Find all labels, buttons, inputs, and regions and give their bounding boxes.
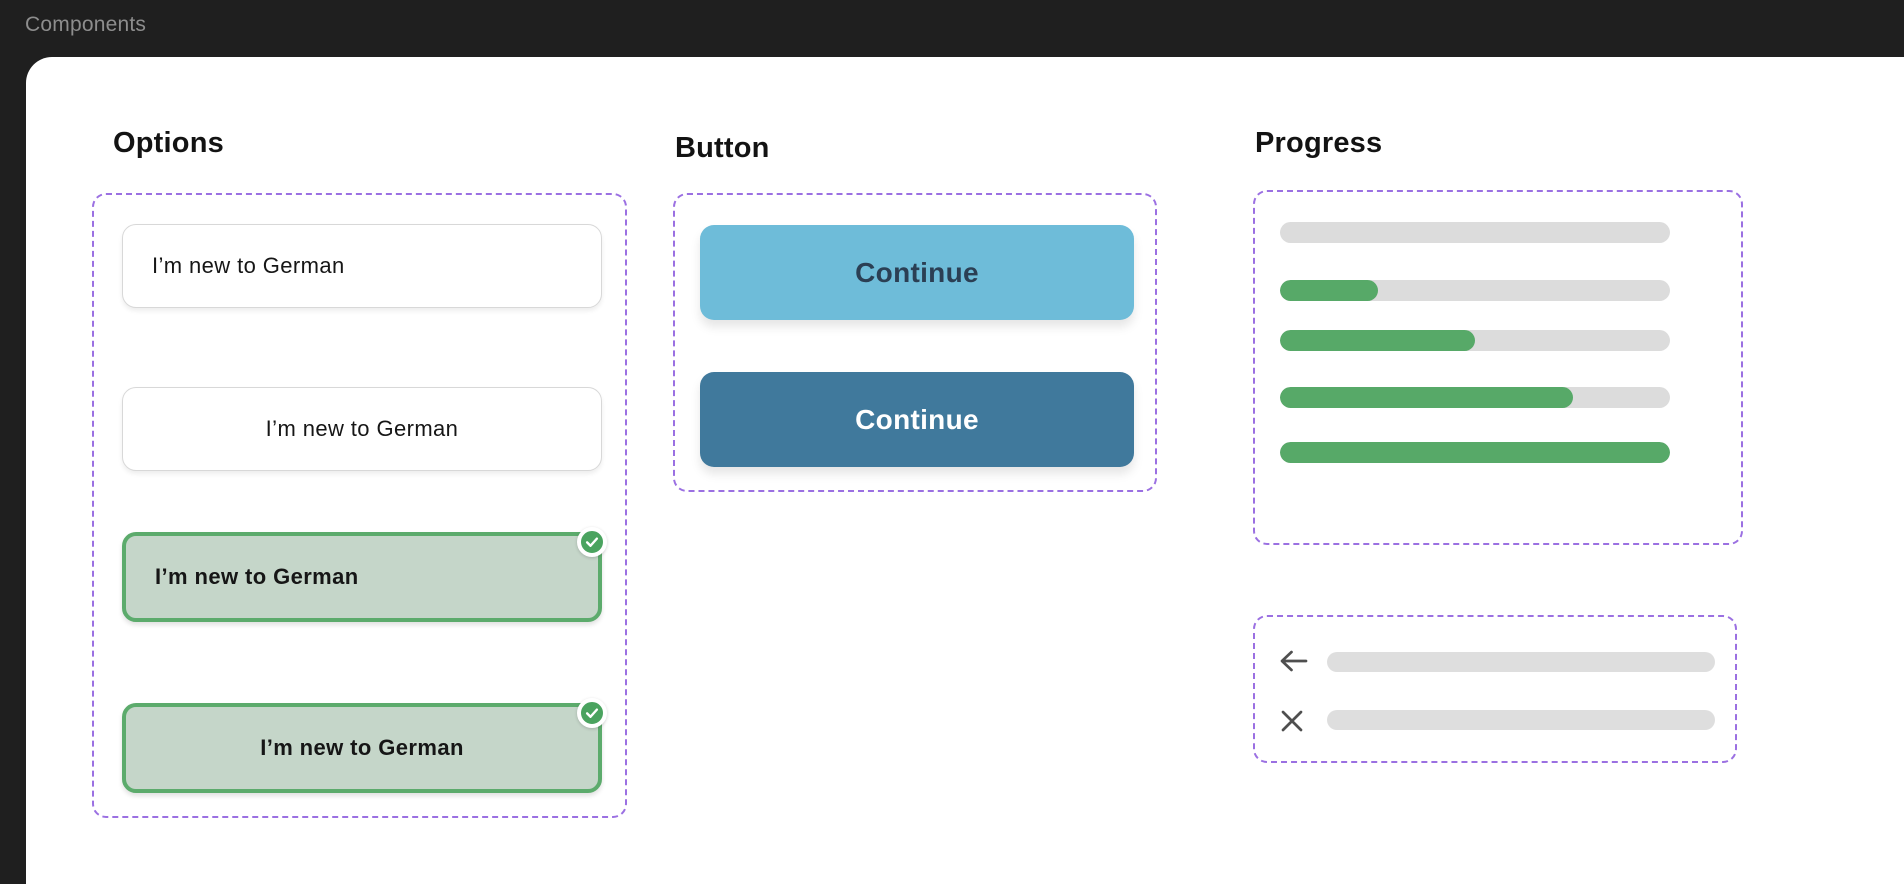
check-circle-icon [577,527,607,557]
nav-title-placeholder-bar [1327,652,1715,672]
check-circle-icon [577,698,607,728]
progress-fill [1280,442,1670,463]
progress-component-frame [1253,190,1743,545]
progress-bar [1280,222,1670,243]
option-label: I’m new to German [260,735,464,760]
close-icon[interactable] [1276,705,1308,742]
progress-bar [1280,330,1670,351]
option-card-selected-left[interactable]: I’m new to German [122,527,607,622]
progress-bar [1280,442,1670,463]
button-section-heading: Button [675,132,770,164]
back-arrow-icon[interactable] [1276,645,1310,682]
option-label: I’m new to German [152,253,345,278]
option-card-default-center[interactable]: I’m new to German [122,387,602,471]
progress-fill [1280,387,1573,408]
progress-bar [1280,280,1670,301]
button-component-frame: Continue Continue [673,193,1157,492]
option-label: I’m new to German [265,416,459,441]
option-card-selected-center[interactable]: I’m new to German [122,698,607,793]
options-section-heading: Options [113,127,224,159]
options-component-frame: I’m new to German I’m new to German I’m … [92,193,627,818]
progress-section-heading: Progress [1255,127,1383,159]
option-card-default-left[interactable]: I’m new to German [122,224,602,308]
page-title: Components [25,13,147,36]
continue-button-primary[interactable]: Continue [700,225,1134,320]
progress-fill [1280,330,1475,351]
canvas: Options I’m new to German I’m new to Ger… [26,57,1904,884]
nav-title-placeholder-bar [1327,710,1715,730]
option-label: I’m new to German [155,564,359,589]
progress-fill [1280,280,1378,301]
progress-bar [1280,387,1670,408]
nav-component-frame [1253,615,1737,763]
continue-button-secondary[interactable]: Continue [700,372,1134,467]
